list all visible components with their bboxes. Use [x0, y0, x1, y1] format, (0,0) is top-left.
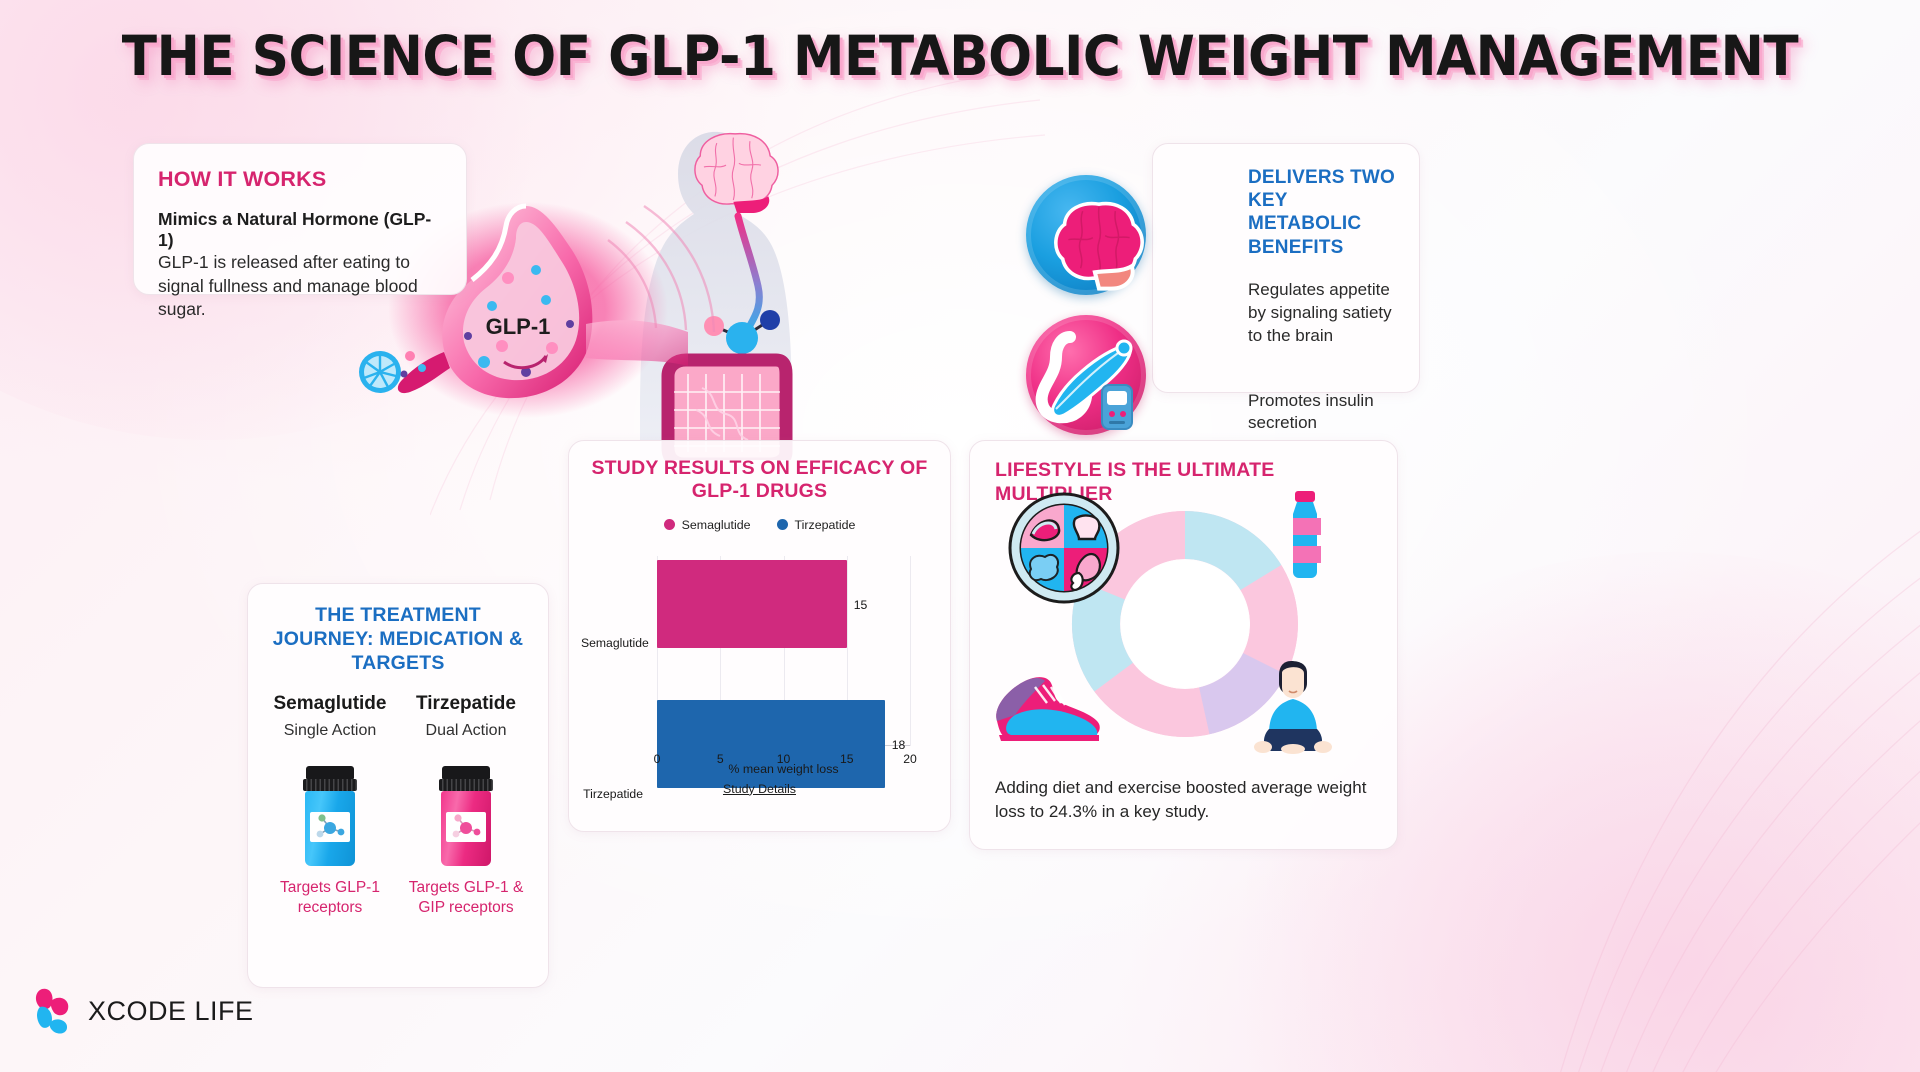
brain-icon: [1026, 175, 1146, 295]
study-details-link[interactable]: Study Details: [722, 781, 796, 796]
study-results-chart-card: STUDY RESULTS ON EFFICACY OF GLP-1 DRUGS…: [568, 440, 951, 832]
chart-title: STUDY RESULTS ON EFFICACY OF GLP-1 DRUGS: [591, 457, 928, 503]
running-shoe-icon: [996, 677, 1100, 741]
drug-comparison-row: Semaglutide Single Action Targets GLP-1 …: [262, 675, 534, 917]
drug-column-tirzepatide: Tirzepatide Dual Action Targets GLP-1 & …: [398, 675, 534, 917]
how-it-works-body: GLP-1 is released after eating to signal…: [158, 252, 418, 320]
meditating-person-icon: [1254, 661, 1332, 754]
legend-label-semaglutide: Semaglutide: [681, 517, 751, 532]
glp1-release-beam: [586, 320, 688, 366]
chart-legend: Semaglutide Tirzepatide: [569, 518, 950, 532]
blue-pill-bottle-icon: [302, 766, 358, 867]
metabolic-benefits-card: DELIVERS TWO KEY METABOLIC BENEFITS Regu…: [1152, 143, 1420, 432]
treatment-journey-card: THE TREATMENT JOURNEY: MEDICATION & TARG…: [247, 583, 549, 988]
how-it-works-card: HOW IT WORKS Mimics a Natural Hormone (G…: [133, 143, 467, 319]
bar-semaglutide: [657, 559, 847, 648]
bar-value-tirzepatide: 18: [891, 737, 906, 752]
stomach-illustration-icon: [397, 203, 593, 399]
x-tick-10: 10: [776, 751, 791, 766]
benefit-item-2-text: Promotes insulin secretion: [1248, 390, 1374, 433]
page-title: THE SCIENCE OF GLP-1 METABOLIC WEIGHT MA…: [121, 24, 1799, 88]
legend-swatch-semaglutide: [663, 519, 675, 531]
lifestyle-note: Adding diet and exercise boosted average…: [995, 778, 1367, 821]
lifestyle-ring-graphic: [995, 489, 1375, 759]
drug-targets-semaglutide: Targets GLP-1 receptors: [280, 879, 380, 917]
xcode-life-logo-icon: [35, 988, 69, 1034]
treatment-journey-heading: THE TREATMENT JOURNEY: MEDICATION & TARG…: [272, 604, 524, 674]
x-tick-20: 20: [903, 751, 917, 766]
lifestyle-card: LIFESTYLE IS THE ULTIMATE MULTIPLIER: [969, 440, 1398, 850]
drug-action-tirzepatide: Dual Action: [425, 722, 507, 740]
benefit-item-1-text: Regulates appetite by signaling satiety …: [1248, 279, 1392, 345]
bar-tirzepatide: [657, 699, 885, 788]
y-tick-semaglutide: Semaglutide: [581, 635, 649, 650]
glp1-body-diagram: GLP-1: [359, 131, 793, 460]
brand-name: XCODE LIFE: [88, 995, 254, 1026]
background-arc-lines-right: [1560, 530, 1920, 1072]
drug-targets-tirzepatide: Targets GLP-1 & GIP receptors: [408, 879, 524, 917]
chart-axes: 15 18 0 5 10 15 20: [654, 555, 917, 788]
x-tick-15: 15: [839, 751, 854, 766]
legend-swatch-tirzepatide: [776, 519, 788, 531]
legend-item-tirzepatide: Tirzepatide: [776, 517, 856, 532]
water-bottle-icon: [1293, 491, 1321, 578]
y-tick-tirzepatide: Tirzepatide: [583, 786, 643, 801]
signal-waves: [607, 205, 716, 333]
drug-name-semaglutide: Semaglutide: [273, 693, 387, 715]
legend-item-semaglutide: Semaglutide: [663, 517, 751, 532]
chart-x-axis-label: % mean weight loss: [728, 761, 839, 776]
stomach-glp1-label: GLP-1: [486, 314, 551, 339]
benefits-heading: DELIVERS TWO KEY METABOLIC BENEFITS: [1248, 167, 1396, 258]
pancreas-icon: [1026, 315, 1146, 435]
legend-label-tirzepatide: Tirzepatide: [794, 517, 856, 532]
drug-name-tirzepatide: Tirzepatide: [416, 693, 516, 715]
bar-value-semaglutide: 15: [853, 597, 868, 612]
bar-chart-plot: Semaglutide Tirzepatide 15 18 0 5 10 15 …: [581, 544, 938, 801]
drug-action-semaglutide: Single Action: [283, 722, 377, 740]
brand-logo: XCODE LIFE: [32, 985, 254, 1037]
pink-pill-bottle-icon: [438, 766, 494, 867]
how-it-works-heading: HOW IT WORKS: [158, 167, 327, 191]
how-it-works-bold-line: Mimics a Natural Hormone (GLP-1): [158, 209, 432, 251]
x-tick-0: 0: [653, 751, 661, 766]
drug-column-semaglutide: Semaglutide Single Action Targets GLP-1 …: [262, 675, 398, 917]
lemon-slice-icon: [359, 351, 426, 393]
brain-illustration-icon: [694, 132, 779, 213]
x-tick-5: 5: [716, 751, 724, 766]
balanced-plate-icon: [1008, 492, 1120, 604]
